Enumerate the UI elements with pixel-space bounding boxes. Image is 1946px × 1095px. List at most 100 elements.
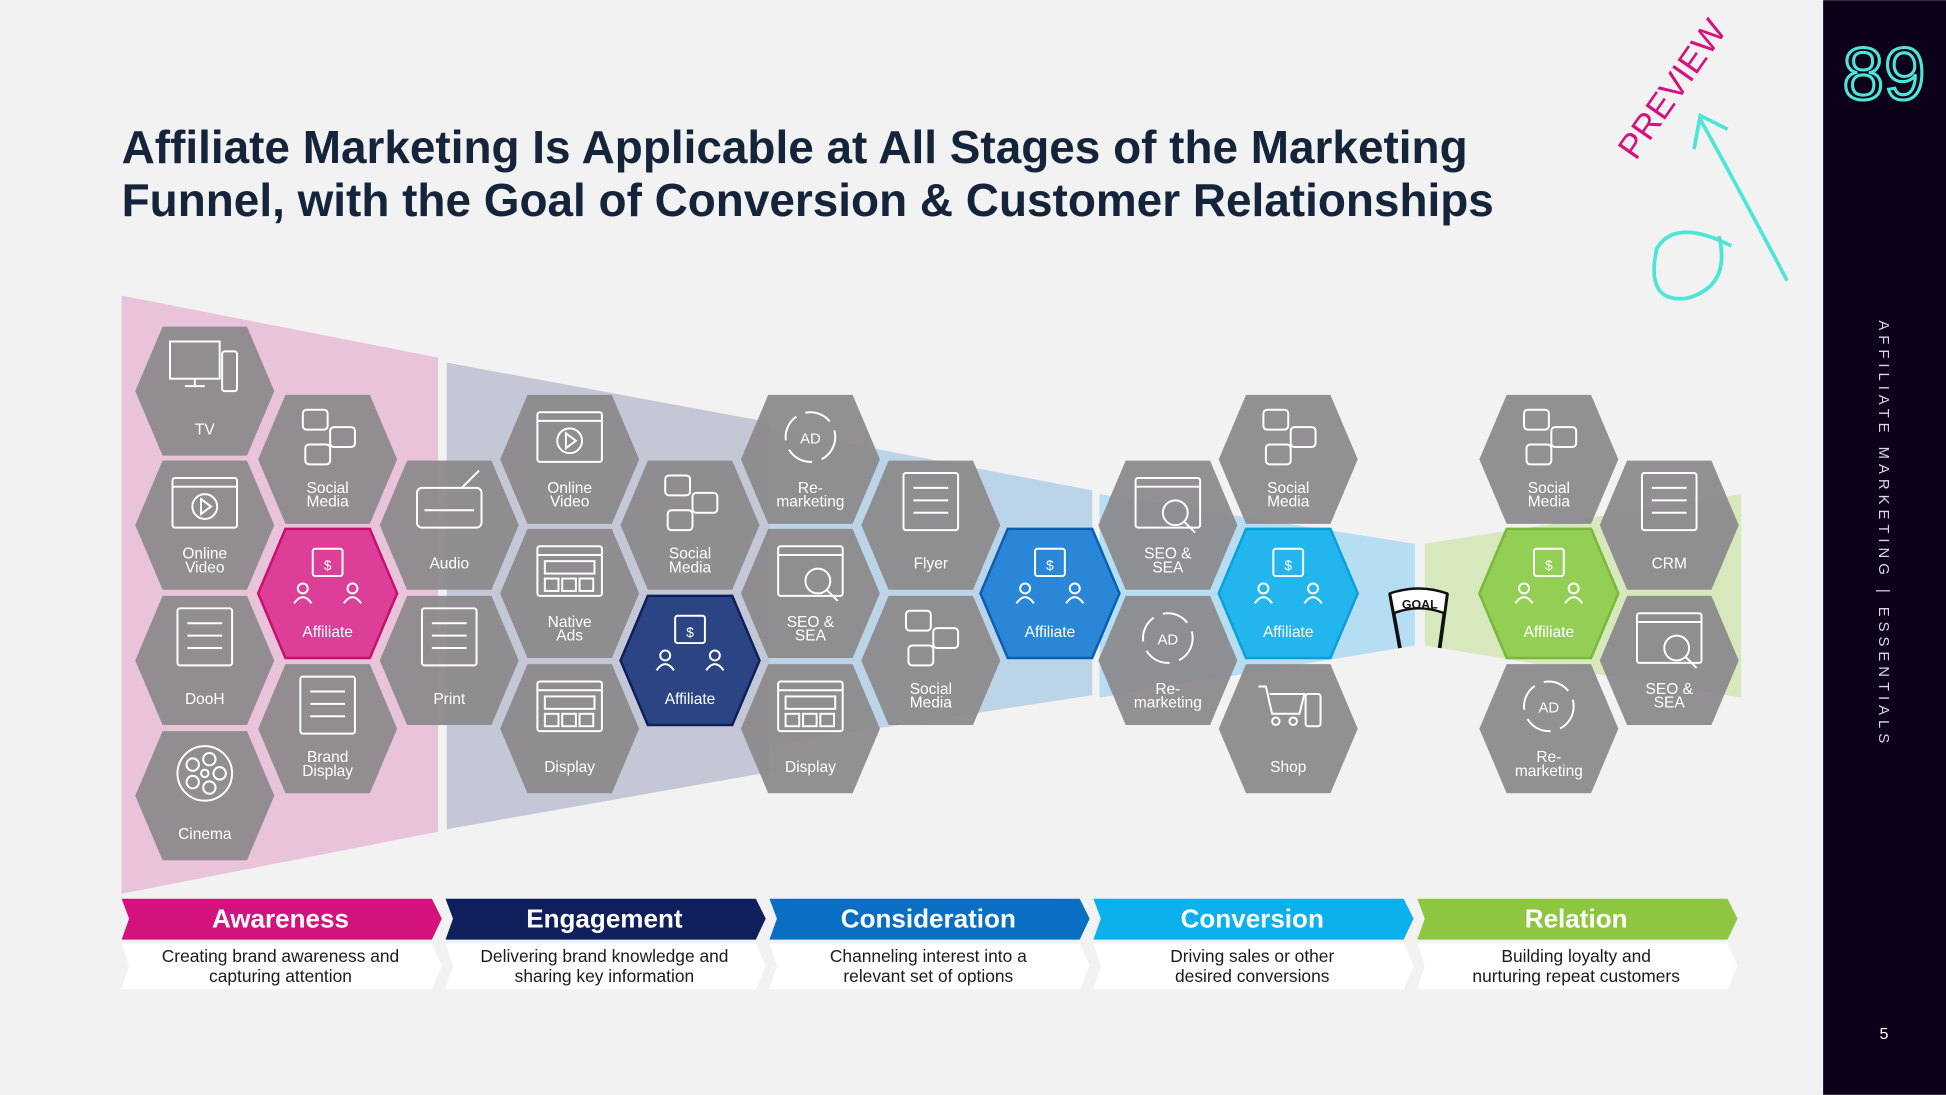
stage-banner — [769, 898, 1090, 940]
hex-label: Re- — [1536, 749, 1561, 766]
seo-icon — [1635, 612, 1703, 669]
hex-label: Native — [548, 614, 592, 631]
hex-label: Social — [307, 480, 349, 497]
hex-shape — [619, 594, 761, 727]
stage-banner — [445, 898, 766, 940]
hex-label: Affiliate — [1263, 624, 1314, 641]
hex-label: Audio — [429, 556, 469, 573]
hex-shape — [1218, 664, 1358, 794]
hex-label: Media — [910, 695, 953, 712]
affiliate-icon: $ — [1015, 547, 1085, 604]
hex-shape — [1218, 394, 1358, 524]
hex-shape — [135, 460, 275, 590]
stage-title: Relation — [1525, 903, 1628, 933]
hex-shape — [379, 460, 519, 590]
seo-icon — [777, 545, 844, 602]
hex-shape — [1098, 595, 1238, 725]
video-icon — [171, 477, 239, 529]
stage-description: Driving sales or other — [1170, 946, 1334, 966]
hex-label: SEO & — [1144, 546, 1192, 563]
hex-label: Video — [185, 559, 224, 576]
stage-desc-box — [1417, 943, 1738, 990]
flyer-icon — [902, 472, 960, 532]
hex-shape — [620, 460, 760, 590]
hex-label: Media — [669, 559, 712, 576]
hex-label: Affiliate — [1524, 624, 1575, 641]
goal-label: GOAL — [1402, 597, 1438, 611]
hex-label: TV — [195, 422, 215, 439]
hex-shape — [256, 527, 399, 660]
stage-description: relevant set of options — [843, 966, 1013, 986]
hex-shape — [979, 527, 1121, 660]
hex-label: Social — [1528, 480, 1570, 497]
stage-title: Awareness — [212, 903, 349, 933]
social-media-icon — [1523, 408, 1578, 466]
social-media-icon — [664, 474, 719, 532]
hex-label: Cinema — [178, 826, 232, 843]
stage-description: Channeling interest into a — [830, 946, 1027, 966]
svg-text:$: $ — [686, 625, 694, 640]
hex-shape — [135, 731, 275, 861]
svg-text:$: $ — [1046, 558, 1054, 573]
sidebar — [1823, 0, 1946, 1095]
hex-shape — [500, 664, 640, 794]
svg-text:$: $ — [324, 558, 332, 573]
hex-seo-sea: SEO &SEA — [1098, 460, 1238, 590]
shop-icon — [1258, 685, 1322, 728]
svg-text:$: $ — [1284, 558, 1292, 573]
social-media-icon — [904, 609, 960, 667]
hex-label: Shop — [1270, 759, 1306, 776]
stage-desc-box — [769, 943, 1090, 990]
svg-text:AD: AD — [1539, 701, 1560, 717]
hex-shape — [1599, 595, 1739, 725]
hex-affiliate: $Affiliate — [1478, 527, 1620, 660]
crm-icon — [1640, 472, 1698, 532]
hex-label: SEA — [1654, 695, 1686, 712]
page-title-line2: Funnel, with the Goal of Conversion & Cu… — [122, 174, 1494, 226]
hex-label: Social — [910, 681, 952, 698]
hex-print: Print — [379, 595, 519, 725]
hex-shape — [1599, 460, 1739, 590]
stage-description: sharing key information — [515, 966, 694, 986]
hex-label: Ads — [556, 628, 583, 645]
stage-description: capturing attention — [209, 966, 352, 986]
video-icon — [536, 411, 603, 463]
hex-label: Media — [1528, 494, 1571, 511]
hex-label: SEA — [1152, 559, 1184, 576]
stage-description: desired conversions — [1175, 966, 1330, 986]
hex-tv: TV — [135, 326, 275, 456]
page-title-line1: Affiliate Marketing Is Applicable at All… — [122, 121, 1468, 173]
social-media-icon — [301, 408, 356, 466]
hex-dooh: DooH — [135, 595, 275, 725]
remarketing-icon: AD — [1523, 680, 1575, 733]
hex-seo-sea: SEO &SEA — [1599, 595, 1739, 725]
hex-label: Display — [785, 759, 836, 776]
hex-label: Affiliate — [302, 624, 353, 641]
hex-label: Social — [669, 546, 711, 563]
hex-re-marketing: AD Re-marketing — [1479, 664, 1619, 794]
tv-icon — [169, 340, 239, 393]
hex-cinema: Cinema — [135, 731, 275, 861]
brand-display-icon — [299, 675, 356, 735]
hex-label: marketing — [1515, 763, 1583, 780]
hex-label: SEO & — [1646, 681, 1694, 698]
channel-hexagons: TVOnlineVideoDooHCinemaSocialMedia$Affil… — [135, 326, 1739, 861]
stage-desc-box — [1093, 943, 1414, 990]
hex-crm: CRM — [1599, 460, 1739, 590]
hex-shape — [379, 595, 519, 725]
hex-shape — [500, 394, 640, 524]
hex-shape — [1478, 527, 1620, 660]
